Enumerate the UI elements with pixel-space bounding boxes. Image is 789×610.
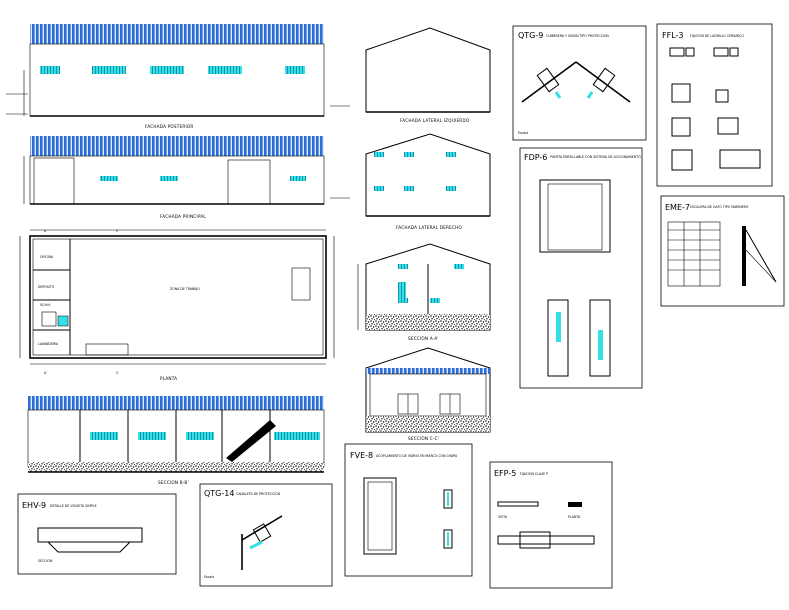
section-c: SECCION C-C'	[365, 347, 491, 441]
label-lavanderia: LAVANDERIA	[38, 342, 59, 346]
facade-lateral-right: FACHADA LATERAL DERECHO	[365, 133, 491, 230]
ffl3-code: FFL-3	[662, 31, 684, 40]
ehv9-title: DETALLE DE VIGUETA SIMPLE	[50, 504, 97, 508]
detail-fve-8: FVE-8 ACOPLAMIENTO DE VIDRIO EN MARCO CO…	[344, 443, 473, 577]
front-roll-door-right	[227, 159, 271, 205]
facade-front: FACHADA PRINCIPAL	[23, 136, 350, 219]
fve8-title: ACOPLAMIENTO DE VIDRIO EN MARCO CON CHAP…	[376, 454, 458, 458]
ffl3-title: FIJACION DE LADRILLO CERAMICO	[690, 34, 744, 38]
eme7-code: EME-7	[665, 203, 690, 212]
qtg9-title: CUMBRERA Y UNION TIPO PROTECCION	[546, 34, 609, 38]
front-roll-door-left	[33, 157, 75, 205]
label-fachada-lateral-izq: FACHADA LATERAL IZQUIERDO	[400, 118, 470, 123]
detail-qtg-9: QTG-9 CUMBRERA Y UNION TIPO PROTECCION E…	[512, 25, 647, 141]
axis-a: A	[44, 229, 47, 233]
section-b: SECCION B-B'	[27, 396, 325, 485]
facade-rear: FACHADA POSTERIOR	[6, 24, 350, 129]
label-seccion-c: SECCION C-C'	[408, 436, 439, 441]
label-fachada-posterior: FACHADA POSTERIOR	[145, 124, 194, 129]
facade-lateral-left: FACHADA LATERAL IZQUIERDO	[365, 27, 491, 123]
rear-window-row	[40, 66, 305, 74]
detail-eme-7: EME-7 ESCALERA DE GATO TIPO MARINERO	[660, 195, 785, 307]
eme7-title: ESCALERA DE GATO TIPO MARINERO	[690, 205, 749, 209]
label-planta: PLANTA	[160, 376, 177, 381]
fdp6-title: PUERTA ENROLLABLE CON SISTEMA DE ACCIONA…	[550, 155, 641, 159]
qtg14-escala: Escala	[204, 575, 214, 579]
axis-a-prime: A'	[44, 371, 47, 375]
efp5-planta: PLANTA	[568, 515, 581, 519]
detail-qtg-14: QTG-14 CANALETA DE PROTECCION Escala	[199, 483, 333, 587]
ehv9-code: EHV-9	[22, 501, 46, 510]
qtg14-title: CANALETA DE PROTECCION	[236, 492, 281, 496]
efp5-code: EFP-5	[494, 469, 516, 478]
label-fachada-principal: FACHADA PRINCIPAL	[160, 214, 206, 219]
label-seccion-a: SECCION A-A'	[408, 336, 439, 341]
axis-c: C	[116, 229, 119, 233]
qtg9-escala: Escala	[518, 131, 528, 135]
detail-ffl-3: FFL-3 FIJACION DE LADRILLO CERAMICO	[656, 23, 773, 187]
label-fachada-lateral-der: FACHADA LATERAL DERECHO	[396, 225, 462, 230]
label-zona-trabajo: ZONA DE TRABAJO	[170, 287, 200, 291]
label-oficina: OFICINA	[40, 255, 54, 259]
efp5-title: FIJACION CLASE P	[520, 472, 548, 476]
label-deposito: DEPOSITO	[38, 285, 55, 289]
label-sshh: SS.HH.	[40, 303, 51, 307]
detail-efp-5: EFP-5 FIJACION CLASE P VISTA PLANTA	[489, 461, 613, 589]
label-seccion-b: SECCION B-B'	[158, 480, 189, 485]
qtg14-code: QTG-14	[204, 489, 234, 498]
floor-plan: ZONA DE TRABAJO OFICINA DEPOSITO LAVANDE…	[19, 229, 335, 381]
efp5-vista: VISTA	[498, 515, 508, 519]
detail-fdp-6: FDP-6 PUERTA ENROLLABLE CON SISTEMA DE A…	[519, 147, 643, 389]
ehv9-seccion: SECCION	[38, 559, 53, 563]
axis-c-prime: C'	[116, 371, 119, 375]
fve8-code: FVE-8	[350, 451, 373, 460]
qtg9-code: QTG-9	[518, 31, 543, 40]
fdp6-code: FDP-6	[524, 153, 547, 162]
detail-ehv-9: EHV-9 DETALLE DE VIGUETA SIMPLE SECCION	[17, 493, 177, 575]
section-a: SECCION A-A'	[357, 243, 491, 341]
